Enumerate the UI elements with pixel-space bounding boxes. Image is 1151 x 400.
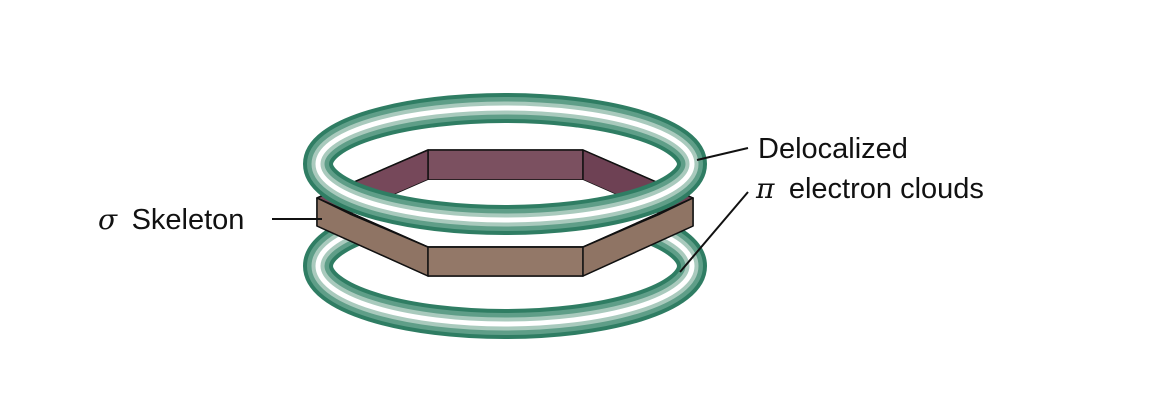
delocalized-leader-line [696,147,749,161]
upper-pi-cloud-torus [303,93,707,235]
delocalized-label: Delocalized [758,133,908,165]
sigma-text: Skeleton [132,204,245,236]
pi-cloud-leader-line [679,191,749,273]
hexagon-front-overlay [316,197,694,277]
pi-symbol: π [755,172,775,205]
pi-text: electron clouds [789,173,984,205]
sigma-skeleton-label: σ Skeleton [98,203,244,236]
hexagon-inner-back-wall [427,149,584,181]
sigma-symbol: σ [98,203,118,236]
pi-electron-clouds-label: π electron clouds [755,172,984,205]
